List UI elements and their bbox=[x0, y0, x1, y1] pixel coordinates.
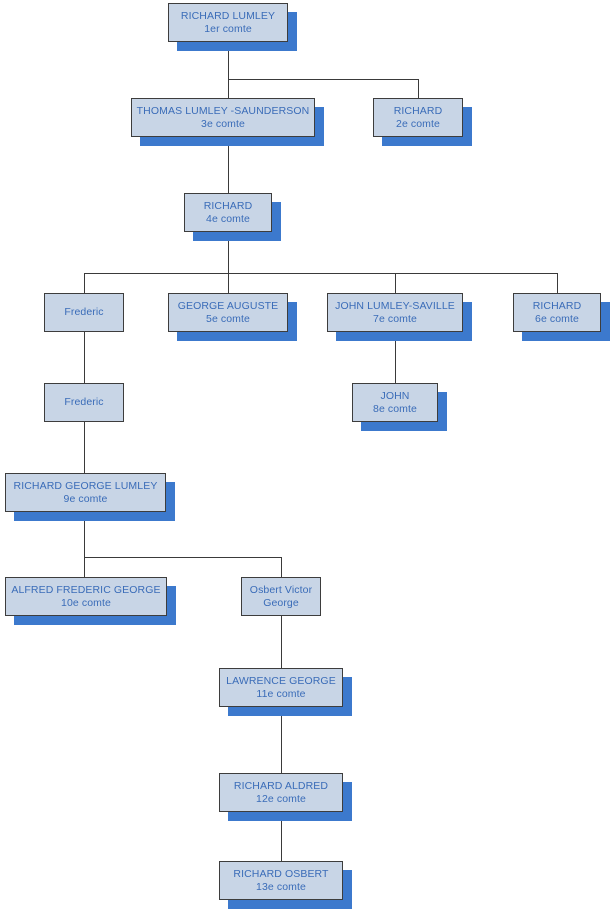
person-rank: 7e comte bbox=[373, 313, 417, 325]
connector-line bbox=[281, 812, 282, 861]
person-rank: 13e comte bbox=[256, 881, 306, 893]
person-rank: 6e comte bbox=[535, 313, 579, 325]
person-rank: 3e comte bbox=[201, 118, 245, 130]
person-name: RICHARD LUMLEY bbox=[180, 9, 276, 22]
person-name: Frederic bbox=[64, 306, 104, 319]
connector-line bbox=[395, 273, 396, 293]
connector-line bbox=[84, 512, 85, 557]
connector-line bbox=[228, 232, 229, 293]
person-rank: 2e comte bbox=[396, 118, 440, 130]
person-rank: 11e comte bbox=[256, 688, 306, 700]
person-name: Frederic bbox=[64, 396, 104, 409]
connector-line bbox=[228, 42, 229, 98]
person-rank: 8e comte bbox=[373, 403, 417, 415]
connector-line bbox=[84, 273, 558, 274]
connector-line bbox=[228, 79, 229, 98]
connector-line bbox=[228, 137, 229, 193]
person-rank: 10e comte bbox=[61, 597, 111, 609]
person-name: Osbert Victor bbox=[249, 583, 313, 596]
connector-line bbox=[228, 273, 229, 293]
connector-line bbox=[84, 557, 85, 577]
person-name: GEORGE AUGUSTE bbox=[177, 299, 279, 312]
person-name: RICHARD bbox=[203, 199, 253, 212]
person-rank: 4e comte bbox=[206, 213, 250, 225]
person-name: THOMAS LUMLEY -SAUNDERSON bbox=[136, 104, 310, 117]
person-name: LAWRENCE GEORGE bbox=[226, 674, 336, 687]
person-name: RICHARD GEORGE LUMLEY bbox=[13, 479, 158, 492]
connector-line bbox=[281, 557, 282, 577]
person-name: RICHARD OSBERT bbox=[233, 867, 329, 880]
person-node[interactable]: Frederic bbox=[44, 383, 124, 422]
person-rank: 1er comte bbox=[204, 23, 252, 35]
person-name: JOHN LUMLEY-SAVILLE bbox=[335, 299, 455, 312]
connector-line bbox=[84, 422, 85, 473]
person-name: ALFRED FREDERIC GEORGE bbox=[11, 583, 161, 596]
person-name: RICHARD ALDRED bbox=[233, 779, 329, 792]
person-rank: George bbox=[263, 597, 299, 609]
person-rank: 9e comte bbox=[63, 493, 108, 505]
connector-line bbox=[418, 79, 419, 98]
connector-line bbox=[557, 273, 558, 293]
person-name: RICHARD bbox=[393, 104, 443, 117]
connector-line bbox=[281, 707, 282, 773]
connector-line bbox=[84, 557, 281, 558]
person-name: JOHN bbox=[380, 389, 410, 402]
person-rank: 12e comte bbox=[256, 793, 306, 805]
connector-line bbox=[84, 273, 85, 293]
connector-line bbox=[395, 332, 396, 383]
person-rank: 5e comte bbox=[206, 313, 250, 325]
connector-line bbox=[84, 332, 85, 383]
connector-line bbox=[281, 616, 282, 668]
person-name: RICHARD bbox=[532, 299, 582, 312]
person-node[interactable]: Frederic bbox=[44, 293, 124, 332]
connector-line bbox=[228, 79, 418, 80]
